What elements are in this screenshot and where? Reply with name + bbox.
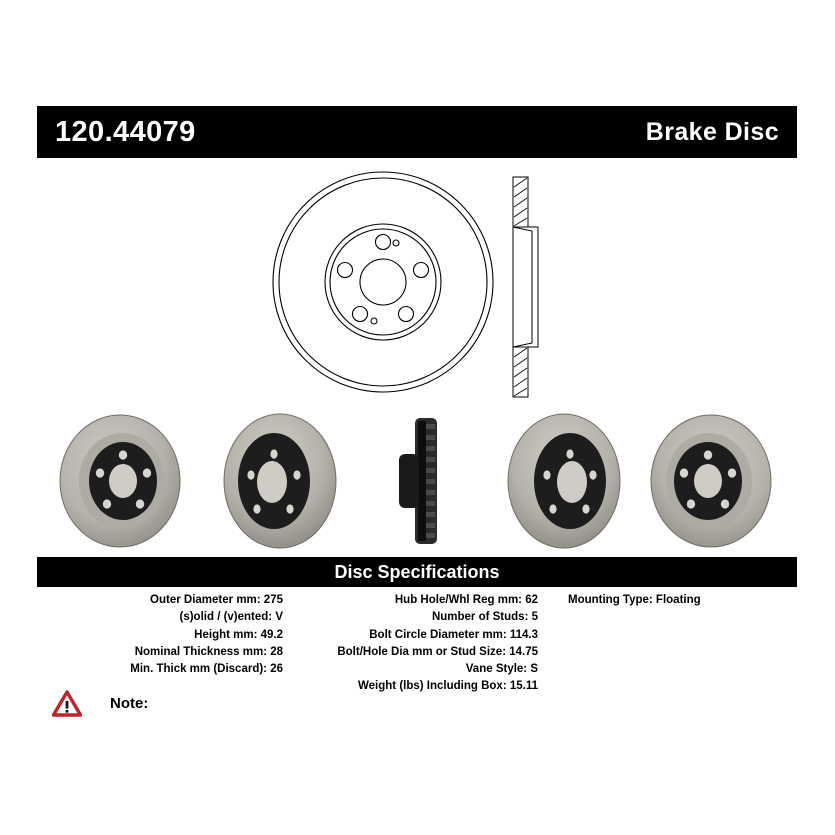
note-label: Note: [110,695,149,712]
spec-row: Mounting Type: Floating [568,594,701,606]
warning-triangle-icon [52,690,82,717]
spec-row: Hub Hole/Whl Reg mm: 62 [394,594,538,606]
spec-row: Weight (lbs) Including Box: 15.11 [358,680,538,693]
part-number: 120.44079 [55,115,196,148]
spec-column-right: Mounting Type: Floating [542,592,797,609]
spec-row: Number of Studs: 5 [431,611,538,624]
spec-row: (s)olid / (v)ented: V [179,611,284,624]
brake-disc-technical-drawing [270,165,580,400]
spec-column-middle: Hub Hole/Whl Reg mm: 62 Number of Studs:… [287,592,542,696]
spec-banner-title: Disc Specifications [334,562,500,582]
product-type-title: Brake Disc [645,117,779,146]
spec-column-left: Outer Diameter mm: 275 (s)olid / (v)ente… [37,592,287,678]
rotor-photo-angled-right [492,412,642,550]
spec-row: Bolt Circle Diameter mm: 114.3 [369,628,538,641]
spec-row: Nominal Thickness mm: 28 [134,645,283,658]
rotor-photo-angled-right-2 [639,412,789,550]
specifications-table: Outer Diameter mm: 275 (s)olid / (v)ente… [37,592,797,696]
spec-row: Height mm: 49.2 [194,628,283,641]
note-row: Note: [52,690,148,717]
spec-row: Vane Style: S [465,663,538,676]
header-bar: 120.44079 Brake Disc [37,106,797,158]
spec-banner: Disc Specifications [37,557,797,587]
spec-row: Bolt/Hole Dia mm or Stud Size: 14.75 [337,645,538,658]
rotor-photo-edge-on [385,412,455,550]
rotor-photo-angled-left-2 [202,412,352,550]
spec-row: Min. Thick mm (Discard): 26 [130,663,283,676]
rotor-photo-angled-left [45,412,195,550]
spec-row: Outer Diameter mm: 275 [150,594,283,606]
product-photo-row [37,412,797,552]
